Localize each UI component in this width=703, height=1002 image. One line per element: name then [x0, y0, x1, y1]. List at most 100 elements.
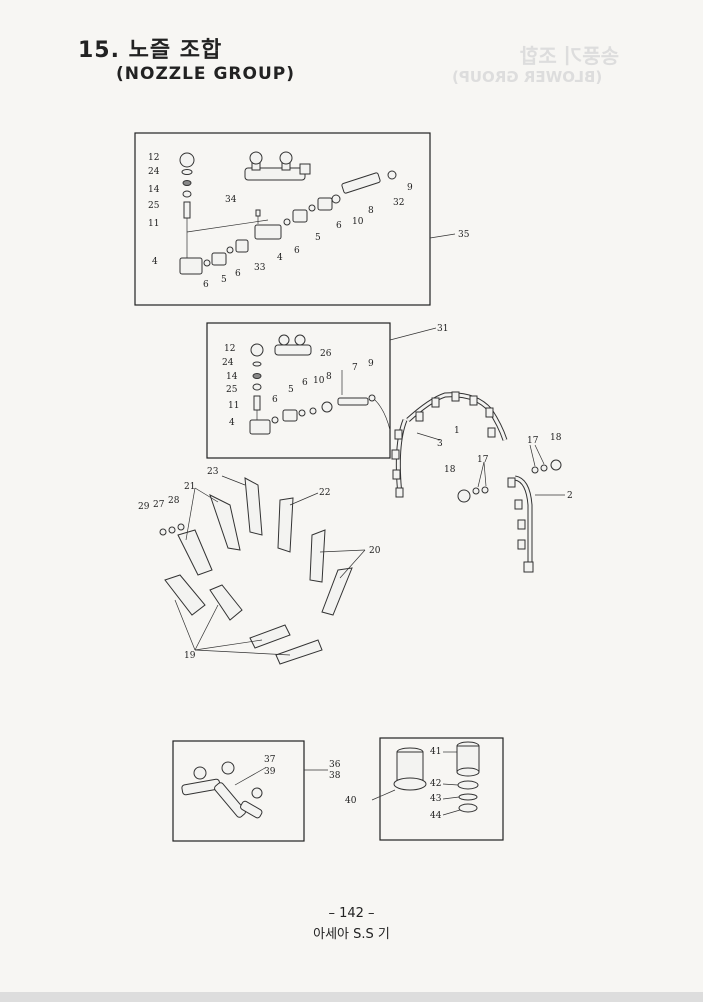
stem-11 [183, 201, 191, 219]
plate-21b [177, 529, 213, 576]
callout-19: 19 [184, 651, 196, 661]
callout-12b: 12 [224, 344, 235, 354]
valve-body-4b [249, 419, 271, 435]
valve-body-4 [179, 257, 203, 275]
callout-22: 22 [319, 488, 330, 498]
callout-9b: 9 [368, 359, 374, 369]
callout-26: 26 [320, 349, 332, 359]
nut-14 [182, 180, 192, 186]
assembly-35-frame [134, 132, 431, 306]
handwheel-12 [179, 152, 195, 168]
callout-25a: 25 [148, 201, 160, 211]
callout-17a: 17 [527, 436, 539, 446]
callout-39: 39 [264, 767, 276, 777]
callout-18a: 18 [550, 433, 562, 443]
plate-19b [209, 584, 243, 621]
washer-24 [181, 169, 193, 175]
callout-6f: 6 [302, 378, 308, 388]
assembly-31-group: 12 24 14 25 11 4 6 5 6 10 8 26 7 9 31 [206, 322, 448, 459]
callout-5a: 5 [221, 275, 227, 285]
callout-31: 31 [437, 324, 448, 334]
assembly-31-frame [206, 322, 391, 459]
callout-37: 37 [264, 755, 276, 765]
plate-20b [321, 567, 353, 616]
callout-4b: 4 [277, 253, 283, 263]
plate-20a [309, 529, 326, 583]
callout-11a: 11 [148, 219, 159, 229]
plate-23 [244, 477, 263, 536]
callout-6d: 6 [336, 221, 342, 231]
callout-36: 36 [329, 760, 341, 770]
assembly-36-frame [172, 740, 305, 842]
pipe-32 [341, 172, 381, 194]
assembly-36-group: 37 39 36 38 [172, 740, 341, 842]
callout-40: 40 [345, 796, 357, 806]
callout-7: 7 [352, 363, 358, 373]
washer-42 [457, 780, 479, 790]
callout-2: 2 [567, 491, 573, 501]
plate-19c [249, 624, 291, 649]
callout-27: 27 [153, 500, 165, 510]
nozzle-tips [391, 391, 534, 573]
callout-5b: 5 [315, 233, 321, 243]
callout-18b: 18 [444, 465, 456, 475]
callout-33: 33 [254, 263, 266, 273]
callout-10b: 10 [313, 376, 325, 386]
plate-19a [164, 574, 206, 616]
callout-43: 43 [430, 794, 442, 804]
plate-19d [275, 639, 323, 665]
callout-21: 21 [184, 482, 195, 492]
callout-29: 29 [138, 502, 150, 512]
assembly-35-group: 12 24 14 25 11 4 6 5 6 33 4 6 5 6 10 8 3… [134, 132, 470, 306]
callout-4c: 4 [229, 418, 235, 428]
disc-44 [458, 803, 478, 813]
nozzle-pipes: 1 3 2 17 18 17 18 [374, 391, 573, 573]
page-subtitle: (NOZZLE GROUP) [116, 64, 295, 84]
handwheel-12b [250, 343, 264, 357]
plate-21a [209, 494, 241, 551]
callout-38: 38 [329, 771, 341, 781]
callout-35: 35 [458, 230, 470, 240]
seal-43 [458, 793, 478, 801]
callout-28: 28 [168, 496, 180, 506]
callout-1: 1 [454, 426, 460, 436]
callout-3: 3 [437, 439, 443, 449]
nozzle-caps-group: 40 41 42 43 44 [345, 737, 504, 841]
tee-body [254, 224, 282, 240]
callout-23: 23 [207, 467, 219, 477]
callout-34: 34 [225, 195, 237, 205]
callout-8a: 8 [368, 206, 374, 216]
valve-assembly-preview [244, 151, 311, 181]
callout-6b: 6 [235, 269, 241, 279]
page-number: – 142 – [328, 906, 375, 921]
callout-20: 20 [369, 546, 381, 556]
callout-6a: 6 [203, 280, 209, 290]
callout-32: 32 [393, 198, 404, 208]
callout-5c: 5 [288, 385, 294, 395]
deflector-plates: 19 20 21 22 23 29 27 28 [138, 467, 381, 665]
callout-17b: 17 [477, 455, 489, 465]
callout-6c: 6 [294, 246, 300, 256]
callout-8b: 8 [326, 372, 332, 382]
callout-44: 44 [430, 811, 442, 821]
callout-25b: 25 [226, 385, 238, 395]
callout-10a: 10 [352, 217, 364, 227]
callout-6e: 6 [272, 395, 278, 405]
plate-22 [277, 497, 294, 553]
packing-25 [182, 190, 192, 198]
callout-41: 41 [430, 747, 441, 757]
page-title: 15. 노즐 조합 [78, 38, 223, 63]
scan-edge [0, 992, 703, 1002]
callout-12a: 12 [148, 153, 159, 163]
callout-14b: 14 [226, 372, 238, 382]
callout-24b: 24 [222, 358, 234, 368]
pipe-7 [337, 397, 369, 406]
footer-brand: 아세아 S.S 기 [313, 927, 390, 942]
callout-9a: 9 [407, 183, 413, 193]
callout-24a: 24 [148, 167, 160, 177]
nozzle-caps-frame [379, 737, 504, 841]
callout-42: 42 [430, 779, 441, 789]
callout-4a: 4 [152, 257, 158, 267]
cap-40 [396, 751, 424, 781]
